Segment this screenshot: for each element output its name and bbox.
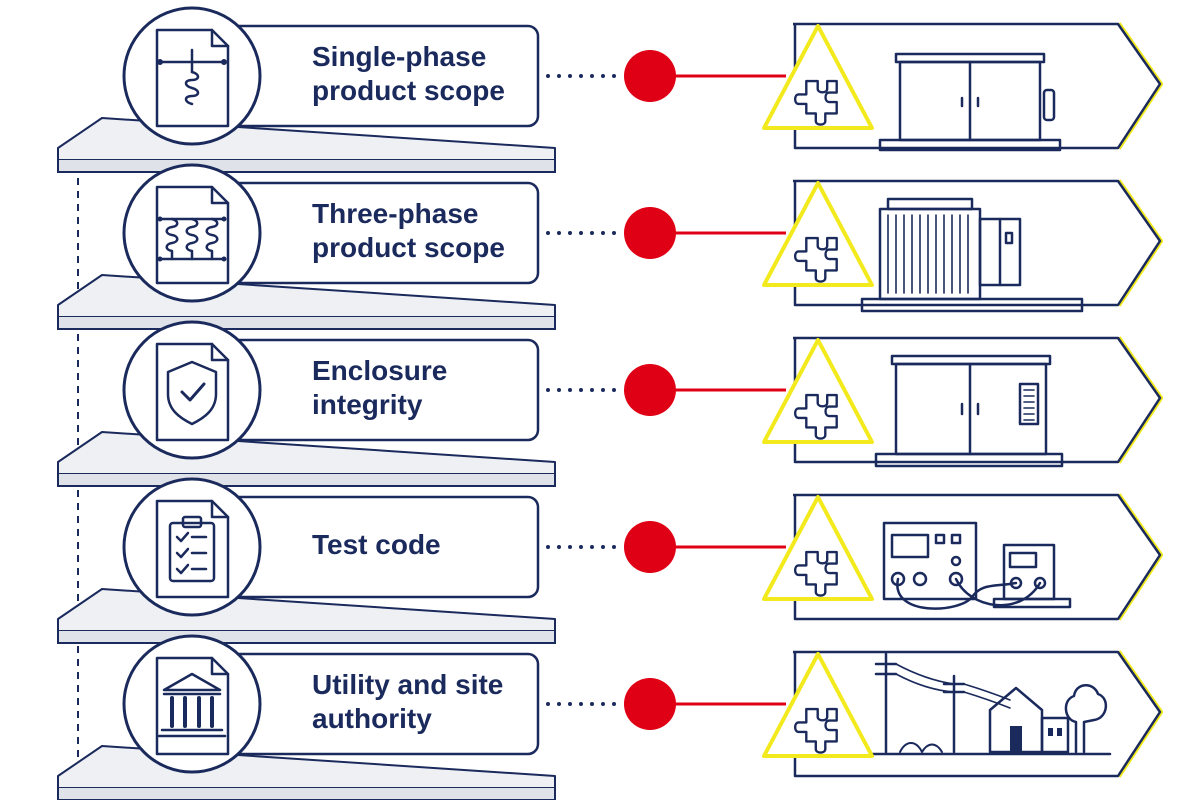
step-title-line: product scope xyxy=(312,232,505,263)
single-phase-transformer-cabinet-icon xyxy=(878,52,1062,152)
shield-check-document-icon xyxy=(155,342,230,442)
step-title-line: Utility and site xyxy=(312,669,504,700)
step-row xyxy=(57,6,1163,173)
step-title-line: Single-phase xyxy=(312,41,487,72)
three-phase-transformer-icon xyxy=(860,197,1084,313)
step-title: Test code xyxy=(312,528,532,562)
red-node xyxy=(624,50,676,102)
puzzle-warning-triangle-icon xyxy=(762,181,874,287)
step-title-line: integrity xyxy=(312,389,423,420)
puzzle-warning-triangle-icon xyxy=(762,338,874,444)
step-shelf-edge xyxy=(57,317,556,330)
utility-site-icon xyxy=(868,652,1112,756)
step-title-line: Enclosure xyxy=(312,355,448,386)
step-shelf-edge xyxy=(57,474,556,487)
step-row xyxy=(57,477,1163,644)
step-row xyxy=(57,163,1163,330)
step-title-line: product scope xyxy=(312,75,505,106)
step-row xyxy=(57,634,1163,800)
test-equipment-icon xyxy=(882,521,1072,610)
step-title-line: Test code xyxy=(312,529,441,560)
puzzle-warning-triangle-icon xyxy=(762,495,874,601)
step-shelf-edge xyxy=(57,160,556,173)
red-node xyxy=(624,678,676,730)
red-node xyxy=(624,207,676,259)
institution-document-icon xyxy=(155,656,230,756)
puzzle-warning-triangle-icon xyxy=(762,652,874,758)
enclosure-cabinet-icon xyxy=(874,354,1064,468)
clipboard-checklist-document-icon xyxy=(155,499,230,599)
three-coil-document-icon xyxy=(155,185,230,285)
coil-document-icon xyxy=(155,28,230,128)
step-row xyxy=(57,320,1163,487)
step-title-line: authority xyxy=(312,703,432,734)
step-shelf-edge xyxy=(57,788,556,800)
red-node xyxy=(624,521,676,573)
step-shelf-edge xyxy=(57,631,556,644)
puzzle-warning-triangle-icon xyxy=(762,24,874,130)
step-title-line: Three-phase xyxy=(312,198,479,229)
red-node xyxy=(624,364,676,416)
